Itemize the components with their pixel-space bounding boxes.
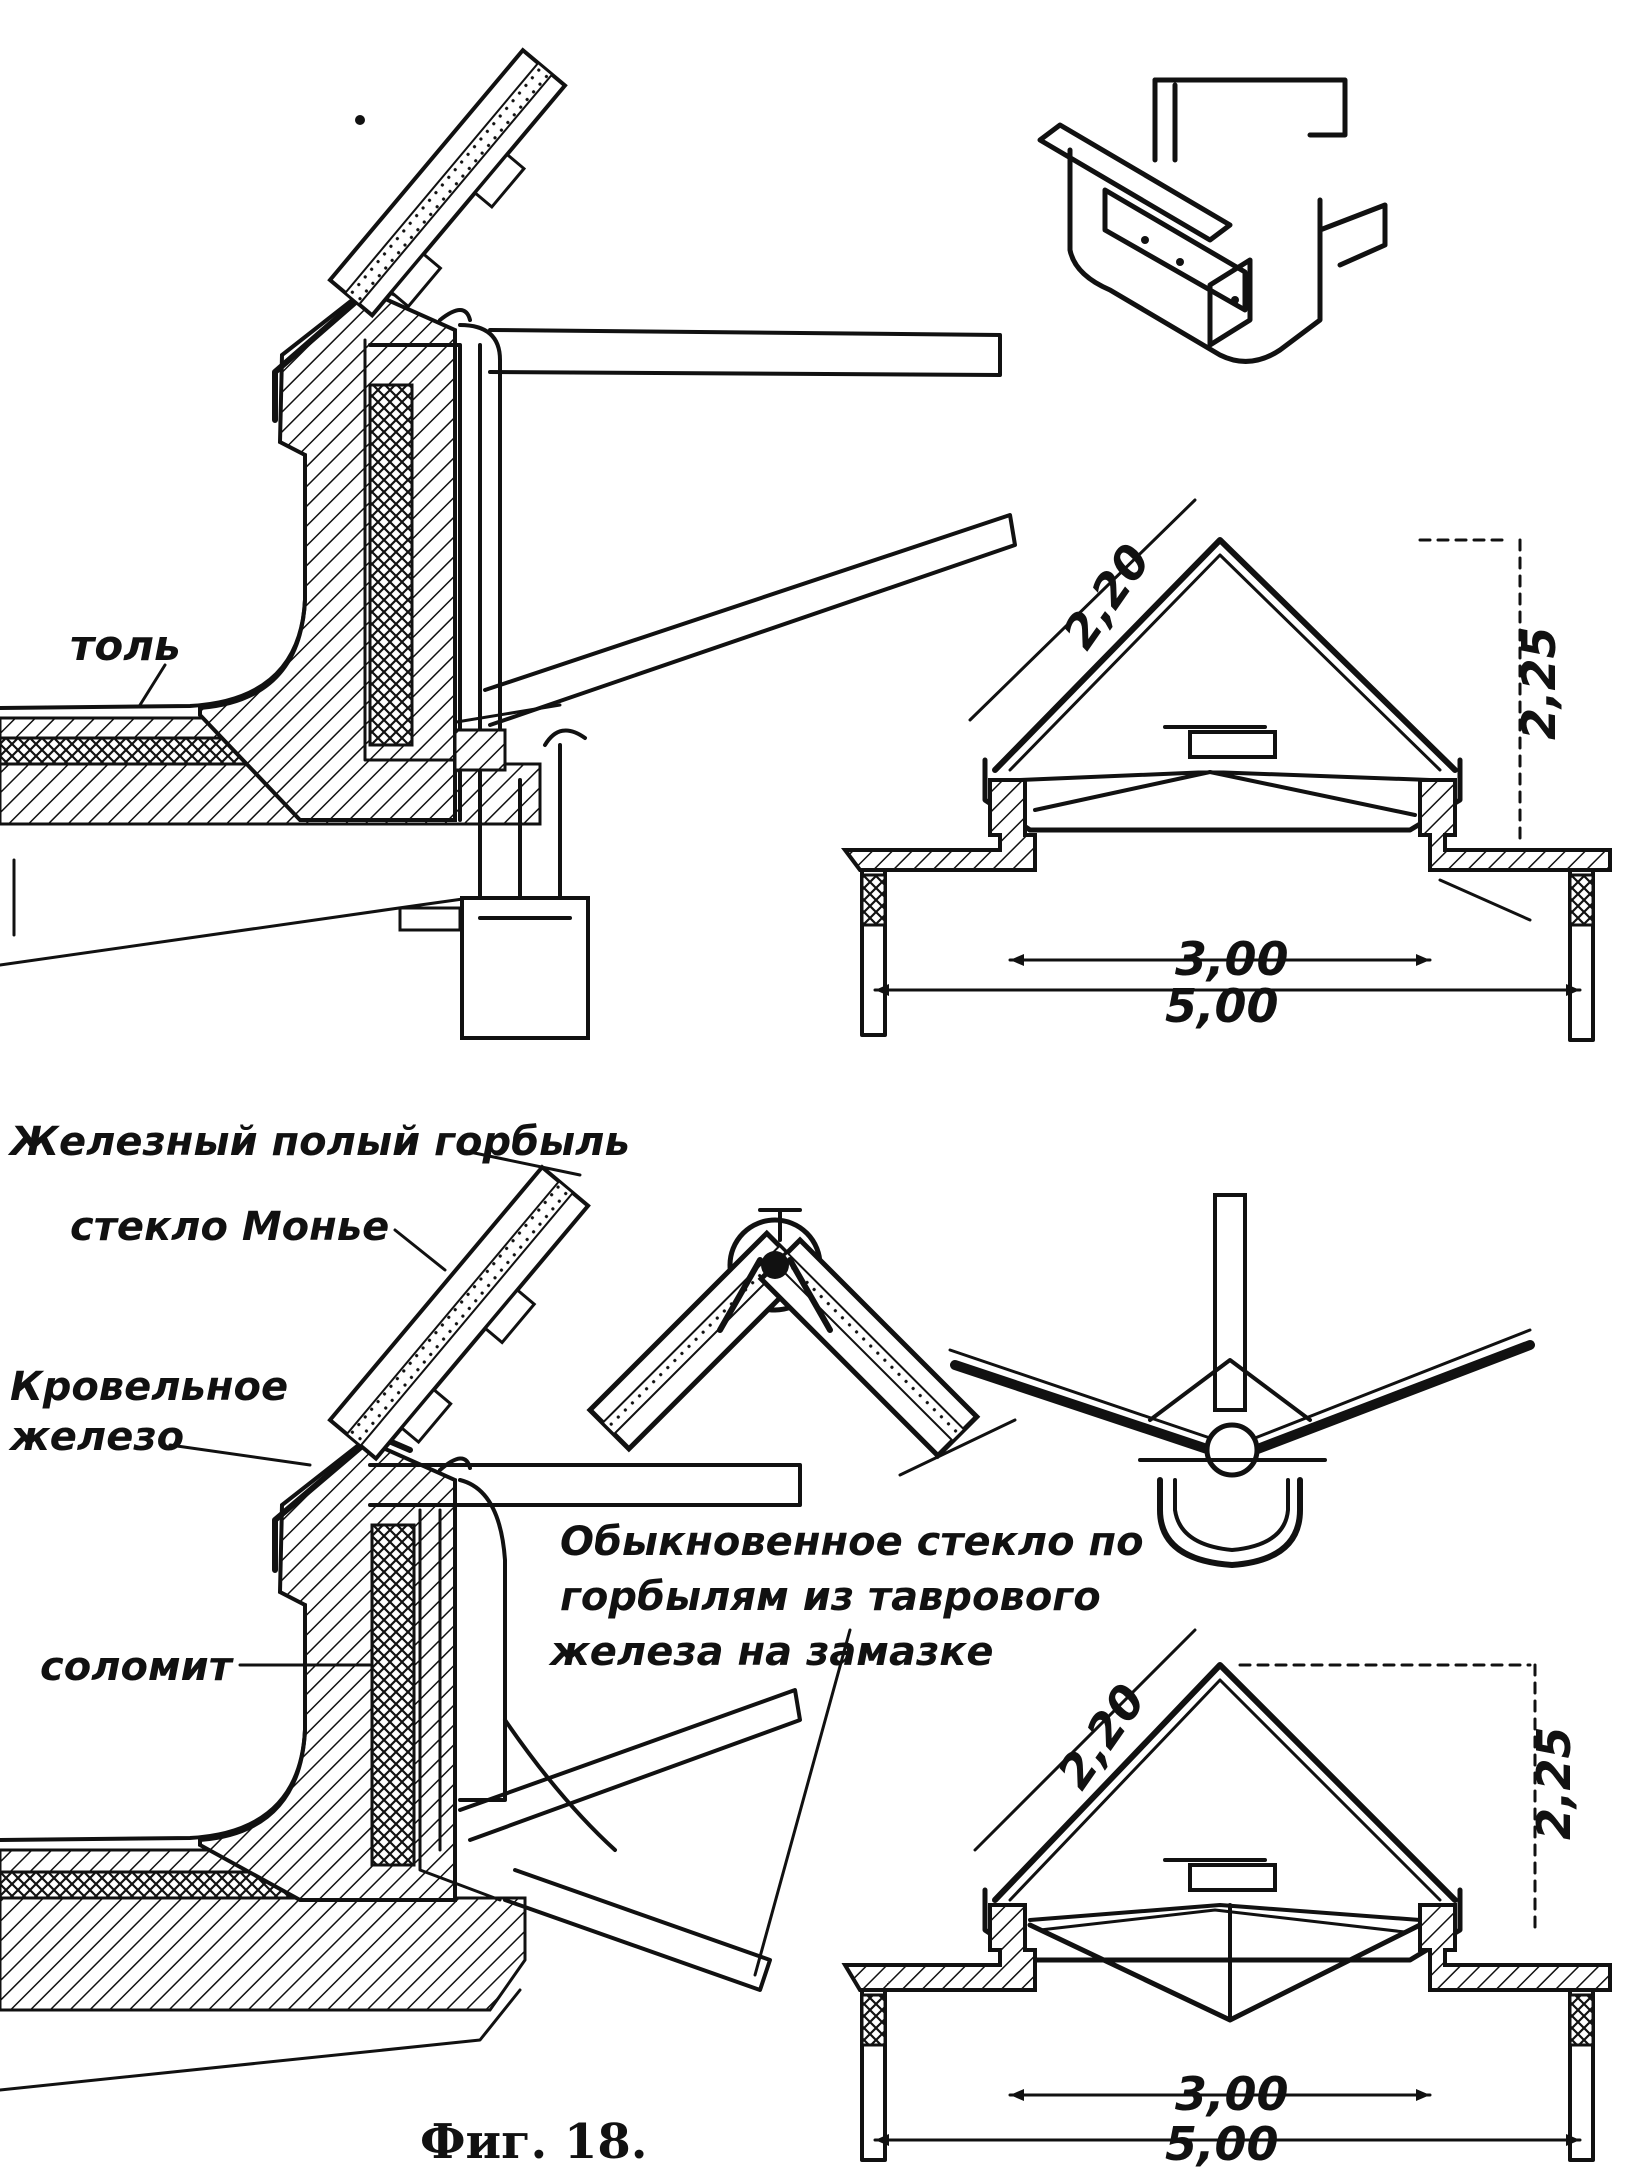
bottom-left-section [0, 1164, 802, 2092]
top-dim-inner: 3,00 [1175, 932, 1289, 986]
ridge-detail-sketch [586, 1208, 981, 1460]
label-steklo-monie: стекло Монье [70, 1204, 389, 1250]
bottom-dim-slope: 2,20 [1047, 1674, 1156, 1798]
bottom-dim-outer: 5,00 [1165, 2117, 1279, 2168]
bottom-skylight-section [841, 1628, 1612, 2162]
label-obyk-2: горбылям из таврового [560, 1574, 1101, 1620]
figure-caption: Фиг. 18. [420, 2114, 647, 2168]
bottom-dim-inner: 3,00 [1175, 2067, 1289, 2121]
top-dim-height: 2,25 [1512, 627, 1566, 741]
top-dim-slope: 2,20 [1052, 534, 1161, 658]
label-obyk-3: железа на замазке [548, 1629, 994, 1675]
tbar-ridge-sketch [948, 1193, 1535, 1568]
top-left-section [0, 47, 1017, 1040]
gutter-bracket-sketch [1037, 77, 1388, 364]
label-solomit: соломит [40, 1644, 235, 1690]
label-krovelnoe-2: железо [8, 1414, 184, 1460]
label-krovelnoe-1: Кровельное [10, 1364, 288, 1410]
label-tol: толь [70, 621, 181, 670]
top-dim-outer: 5,00 [1165, 979, 1279, 1033]
label-gorbyl: Железный полый горбыль [7, 1119, 630, 1165]
bottom-dim-height: 2,25 [1527, 1727, 1581, 1841]
label-obyk-1: Обыкновенное стекло по [560, 1519, 1144, 1565]
top-skylight-section [841, 498, 1612, 1042]
